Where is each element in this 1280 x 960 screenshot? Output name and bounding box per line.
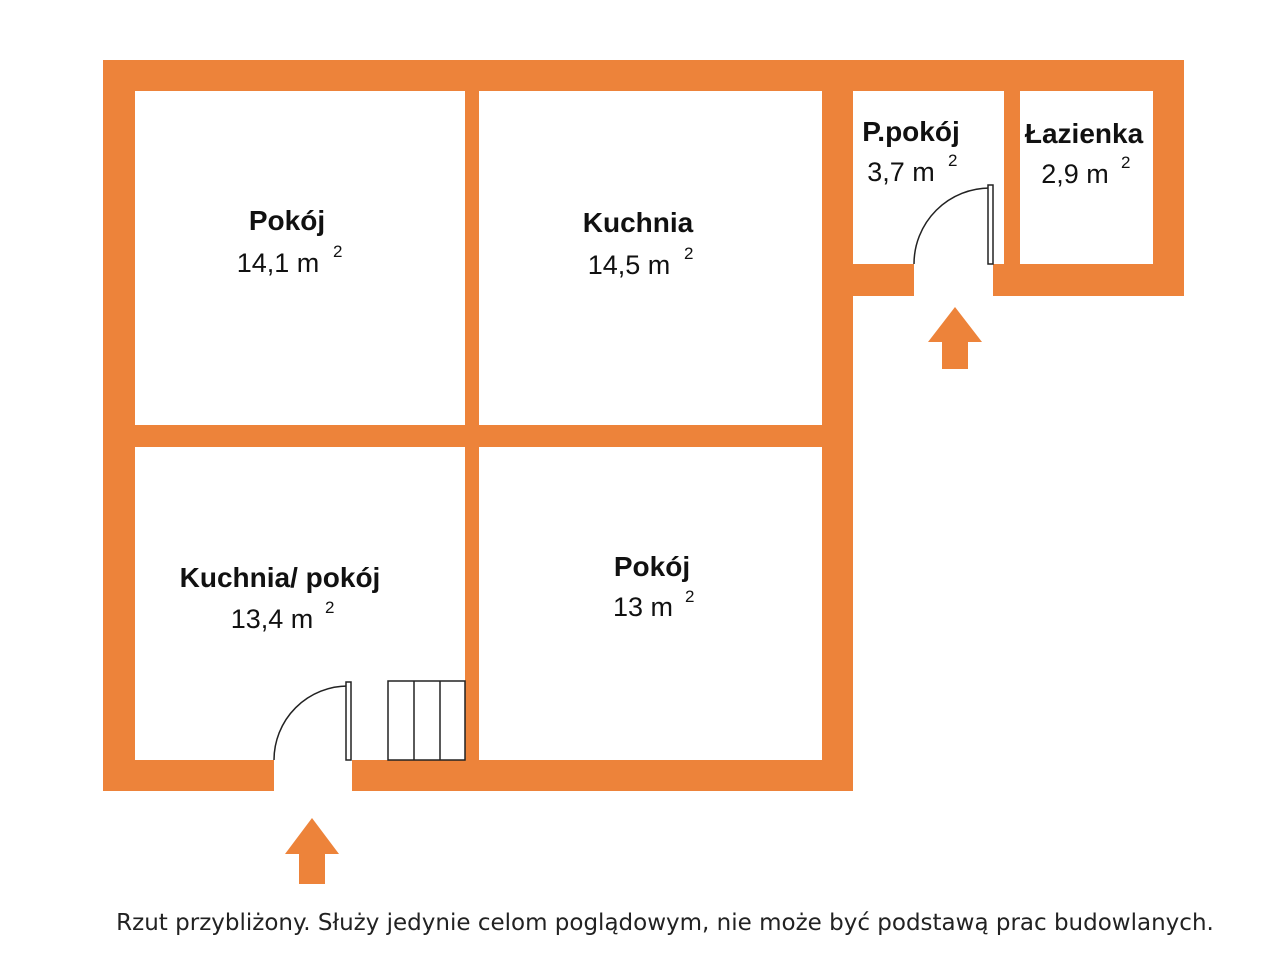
wall-top: [103, 60, 1184, 91]
unit-superscript: 2: [333, 242, 342, 261]
room-area: 13,4 m: [231, 604, 314, 634]
room-name: Kuchnia: [583, 207, 694, 238]
door-main[interactable]: [273, 681, 352, 761]
room-label-kuchnia: Kuchnia 14,5 m 2: [583, 207, 694, 280]
room-label-pokoj-1: Pokój 14,1 m 2: [237, 205, 343, 278]
wall-bathroom-bottom: [993, 264, 1184, 296]
entry-arrow-icon: [285, 818, 339, 884]
walls: [103, 60, 1184, 791]
wall-right-bathroom: [1153, 60, 1184, 296]
door-leaf: [987, 184, 994, 265]
door-swing-arc: [273, 685, 349, 761]
unit-superscript: 2: [684, 244, 693, 263]
room-area: 14,5 m: [588, 250, 671, 280]
disclaimer-text: Rzut przybliżony. Służy jedynie celom po…: [116, 910, 1214, 936]
door-leaf: [345, 681, 352, 761]
room-area: 13 m: [613, 592, 673, 622]
room-area: 2,9 m: [1041, 159, 1109, 189]
room-name: Pokój: [249, 205, 325, 236]
stairs-icon: [387, 680, 466, 761]
room-name: Łazienka: [1025, 118, 1144, 149]
wall-bottom-left: [103, 760, 274, 791]
room-label-pokoj-2: Pokój 13 m 2: [613, 551, 694, 622]
room-label-lazienka: Łazienka 2,9 m 2: [1025, 118, 1144, 189]
unit-superscript: 2: [1121, 153, 1130, 172]
unit-superscript: 2: [685, 587, 694, 606]
room-name: P.pokój: [862, 116, 960, 147]
entry-arrow-icon: [928, 307, 982, 369]
room-area: 14,1 m: [237, 248, 320, 278]
room-label-przedpokoj: P.pokój 3,7 m 2: [862, 116, 960, 187]
wall-center: [465, 60, 479, 791]
wall-hall-bathroom: [1004, 60, 1020, 296]
door-swing-arc: [913, 187, 991, 265]
room-name: Pokój: [614, 551, 690, 582]
door-hall[interactable]: [913, 184, 994, 265]
room-label-kuchnia-pokoj: Kuchnia/ pokój 13,4 m 2: [180, 562, 381, 634]
wall-bottom-right: [352, 760, 852, 791]
unit-superscript: 2: [948, 151, 957, 170]
room-area: 3,7 m: [867, 157, 935, 187]
unit-superscript: 2: [325, 598, 334, 617]
room-name: Kuchnia/ pokój: [180, 562, 381, 593]
